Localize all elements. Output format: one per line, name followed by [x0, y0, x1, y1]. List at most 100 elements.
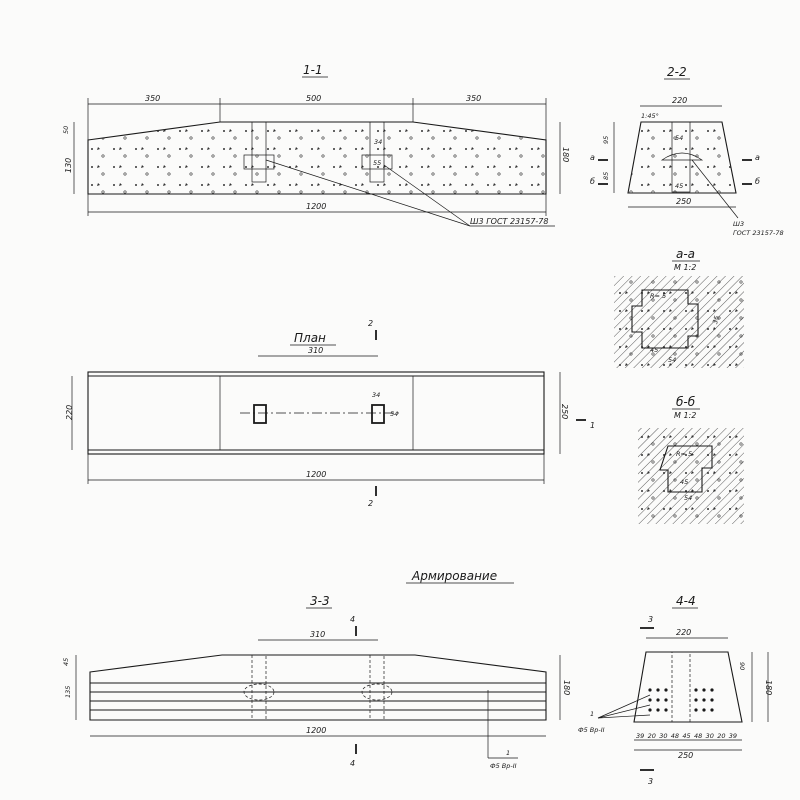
section-a-a: а-а М 1:2 R= 5 54 45 35: [614, 247, 744, 368]
dim-34-plan: 34: [372, 391, 380, 399]
concrete-fill: [638, 428, 744, 524]
rebar-dot: [710, 708, 714, 712]
rebar-dot: [710, 698, 714, 702]
radius-label: R= 5: [650, 292, 666, 300]
socket-head-left: [243, 154, 275, 170]
leader-line: [383, 164, 471, 227]
cut-4-bottom: 4: [350, 759, 355, 768]
dim-180-44: 180: [764, 680, 773, 695]
socket-head-right: [361, 154, 393, 170]
socket-slot: [671, 651, 691, 723]
dim-180-33: 180: [562, 680, 571, 695]
mark-b-right: б: [755, 177, 760, 186]
dim-54-plan: 54: [390, 410, 398, 418]
mark-a-left: а: [590, 153, 595, 162]
dim-500: 500: [306, 94, 321, 103]
section-4-4-title: 4-4: [676, 594, 696, 608]
dim-54-bb: 54: [684, 494, 692, 502]
dim-55: 55: [373, 159, 381, 167]
anchor-cavity: [631, 289, 699, 349]
beam-body-3-3: [89, 654, 547, 721]
cut-2-top: 2: [368, 319, 373, 328]
rebar-dot: [694, 688, 698, 692]
mark-b-left: б: [590, 177, 595, 186]
socket-3-3-right: [369, 654, 385, 721]
profile-4-4: [633, 651, 743, 723]
radius-label: R= 5: [676, 450, 692, 458]
socket-head-outline: [361, 683, 393, 701]
bottom-dim-value: 30: [706, 732, 714, 740]
section-b-b: б-б М 1:2 R= 5 45 54: [638, 395, 744, 524]
rebar-dot: [656, 698, 660, 702]
leader-line: [597, 694, 651, 719]
rebar-dot: [664, 708, 668, 712]
rebar-pos-33: 1: [506, 749, 510, 757]
section-1-1-title: 1-1: [303, 63, 323, 77]
rebar-dot: [648, 708, 652, 712]
section-2-2: 2-2 220 1:45° 54 45 95 85 а б а б 250 Ш3…: [590, 65, 784, 237]
bottom-dim-value: 30: [659, 732, 667, 740]
note-sh3: Ш3 ГОСТ 23157-78: [470, 217, 548, 226]
socket-right: [369, 121, 385, 183]
dim-350-left: 350: [145, 94, 160, 103]
rebar-dot: [664, 688, 668, 692]
dim-54-aa: 54: [668, 356, 676, 364]
plan-view: План 2 310 34 54 220 250 1 1200 2: [65, 319, 595, 508]
mark-a-right: а: [755, 153, 760, 162]
dim-85: 85: [602, 172, 610, 180]
dim-45: 45: [675, 182, 683, 190]
section-b-b-scale: М 1:2: [674, 411, 696, 420]
rebar-dot: [694, 708, 698, 712]
dim-310: 310: [308, 346, 323, 355]
cut-3-bottom: 3: [648, 777, 653, 786]
dim-chamfer: 1:45°: [641, 112, 659, 120]
rebar-grid: [648, 688, 714, 712]
section-a-a-title: а-а: [676, 247, 695, 261]
section-3-3: 3-3 4 310 1200 45 135 180 4 1 Ф5 Вр-II: [62, 594, 571, 770]
socket-plan-left: [253, 404, 267, 424]
plan-title: План: [294, 331, 326, 345]
socket-plan-right: [371, 404, 385, 424]
reinforcement-title: Армирование: [411, 569, 497, 583]
leader-line: [597, 714, 651, 719]
dim-54: 54: [675, 134, 683, 142]
dim-1200: 1200: [306, 202, 326, 211]
dim-1200-33: 1200: [306, 726, 326, 735]
rebar-dot: [702, 688, 706, 692]
section-2-2-title: 2-2: [667, 65, 687, 79]
section-a-a-scale: М 1:2: [674, 263, 696, 272]
rebar-label-44: Ф5 Вр-II: [578, 726, 605, 734]
rebar-dot: [702, 698, 706, 702]
section-3-3-title: 3-3: [310, 594, 330, 608]
dim-250-plan: 250: [560, 404, 569, 419]
leader-line: [597, 704, 651, 719]
note-sh3-22: Ш3: [733, 220, 744, 228]
rebar-dot: [648, 698, 652, 702]
rebar-dot: [664, 698, 668, 702]
leader-line: [691, 159, 739, 219]
rebar-dot: [656, 688, 660, 692]
bottom-dim-value: 20: [648, 732, 656, 740]
concrete-fill: [614, 276, 744, 368]
socket-left: [251, 121, 267, 183]
concrete-fill: [88, 122, 546, 194]
rebar-dot: [694, 698, 698, 702]
socket-3-3-left: [251, 654, 267, 721]
plan-outline: [87, 371, 545, 455]
bottom-dim-value: 20: [717, 732, 725, 740]
socket-slot: [671, 121, 691, 193]
dim-130: 130: [64, 158, 73, 173]
dim-220-44: 220: [676, 628, 691, 637]
leader-line: [265, 159, 471, 227]
rebar-dot: [702, 708, 706, 712]
dim-50: 50: [62, 126, 70, 134]
note-gost-22: ГОСТ 23157-78: [733, 229, 784, 237]
cut-4-top: 4: [350, 615, 355, 624]
dim-250-44: 250: [678, 751, 693, 760]
dim-350-right: 350: [466, 94, 481, 103]
dim-45-33: 45: [62, 658, 70, 666]
dim-95: 95: [602, 136, 610, 144]
